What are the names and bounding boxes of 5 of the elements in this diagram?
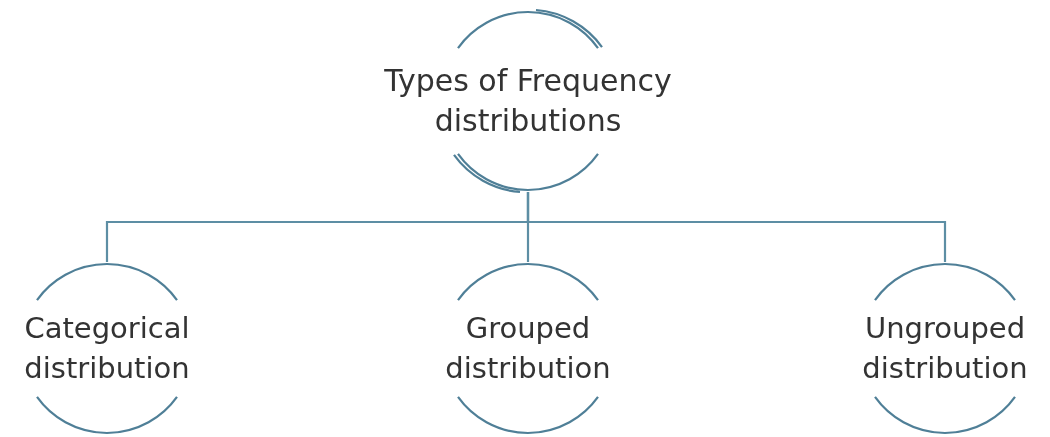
node-label: Grouped distribution: [444, 310, 612, 387]
node-label: Ungrouped distribution: [861, 310, 1029, 387]
node-label: Types of Frequency distributions: [383, 61, 673, 140]
connector-line: [526, 192, 947, 262]
node-label: Categorical distribution: [23, 310, 191, 387]
